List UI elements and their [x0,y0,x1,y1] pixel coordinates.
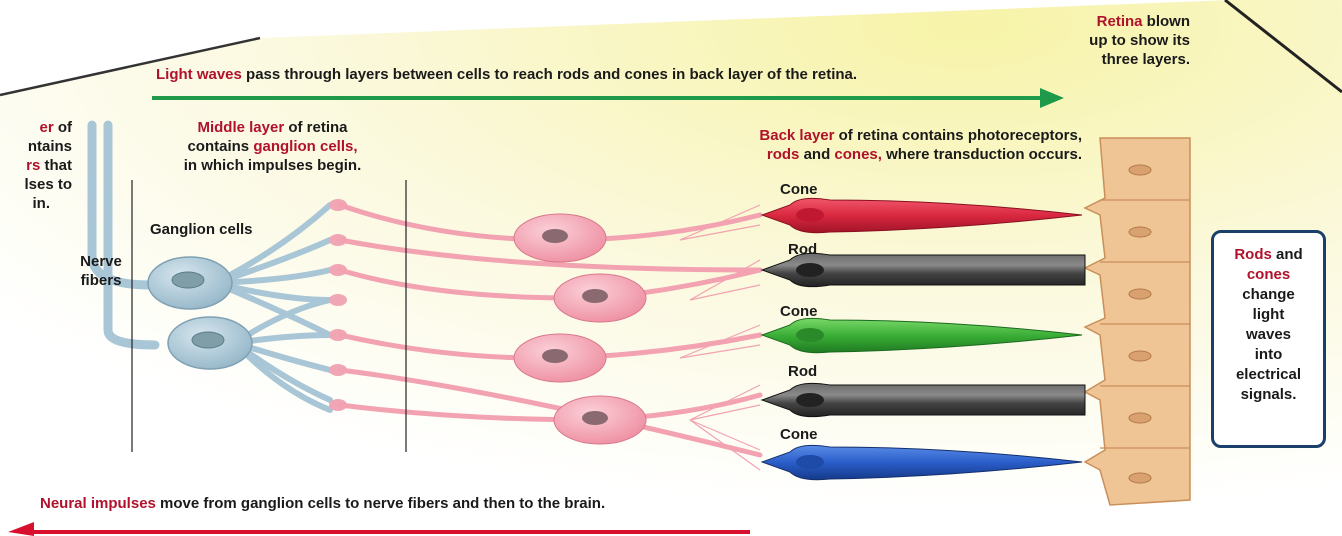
front-layer-caption: er of ntains rs that lses to in. [0,118,72,213]
callout-and: and [1272,246,1303,263]
nerve-fibers-line2: fibers [76,271,126,290]
front-layer-line2: ntains [0,137,72,156]
callout-line8: signals. [1214,385,1323,405]
back-layer-line2: where transduction occurs. [882,146,1082,163]
cone-label-1: Cone [780,180,818,199]
middle-layer-highlight: Middle layer [197,119,284,136]
front-layer-line1: of [54,119,72,136]
retina-note: Retina blown up to show its three layers… [1070,12,1190,69]
front-layer-highlight-2: rs [26,157,40,174]
callout-line4: light [1214,305,1323,325]
callout-line7: electrical [1214,365,1323,385]
retina-highlight: Retina [1097,13,1143,30]
light-waves-text: pass through layers between cells to rea… [242,66,857,83]
callout-cones: cones [1214,265,1323,285]
callout-line3: change [1214,285,1323,305]
front-layer-line4: lses to [0,175,72,194]
cone-label-2: Cone [780,302,818,321]
retina-note-line3: three layers. [1070,50,1190,69]
nerve-fibers-label: Nerve fibers [76,252,126,290]
middle-layer-line3: in which impulses begin. [150,156,395,175]
back-layer-caption: Back layer of retina contains photorecep… [650,126,1082,164]
light-waves-caption: Light waves pass through layers between … [156,65,857,84]
nerve-fibers-line1: Nerve [76,252,126,271]
rods-highlight: rods [767,146,800,163]
cones-highlight: cones, [834,146,882,163]
front-layer-highlight: er [39,119,53,136]
rod-2 [762,383,1085,416]
neural-impulses-highlight: Neural impulses [40,495,156,512]
middle-layer-caption: Middle layer of retina contains ganglion… [150,118,395,175]
light-waves-highlight: Light waves [156,66,242,83]
middle-layer-line2: contains [187,138,253,155]
back-layer-line1: of retina contains photoreceptors, [834,127,1082,144]
callout-rods: Rods [1234,246,1272,263]
rods-cones-callout: Rods and cones change light waves into e… [1211,230,1326,448]
callout-line5: waves [1214,325,1323,345]
ganglion-cells-label: Ganglion cells [150,220,253,239]
back-layer-and: and [799,146,834,163]
rod-label-2: Rod [788,362,817,381]
cone-label-3: Cone [780,425,818,444]
retina-note-line2: up to show its [1070,31,1190,50]
front-layer-line5: in. [0,194,72,213]
callout-line6: into [1214,345,1323,365]
ganglion-cells-highlight: ganglion cells, [253,138,357,155]
neural-impulses-caption: Neural impulses move from ganglion cells… [40,494,605,513]
rod-label-1: Rod [788,240,817,259]
middle-layer-line1: of retina [284,119,347,136]
retina-note-line1: blown [1143,13,1191,30]
front-layer-line3: that [40,157,72,174]
back-layer-highlight: Back layer [759,127,834,144]
neural-impulses-text: move from ganglion cells to nerve fibers… [156,495,605,512]
